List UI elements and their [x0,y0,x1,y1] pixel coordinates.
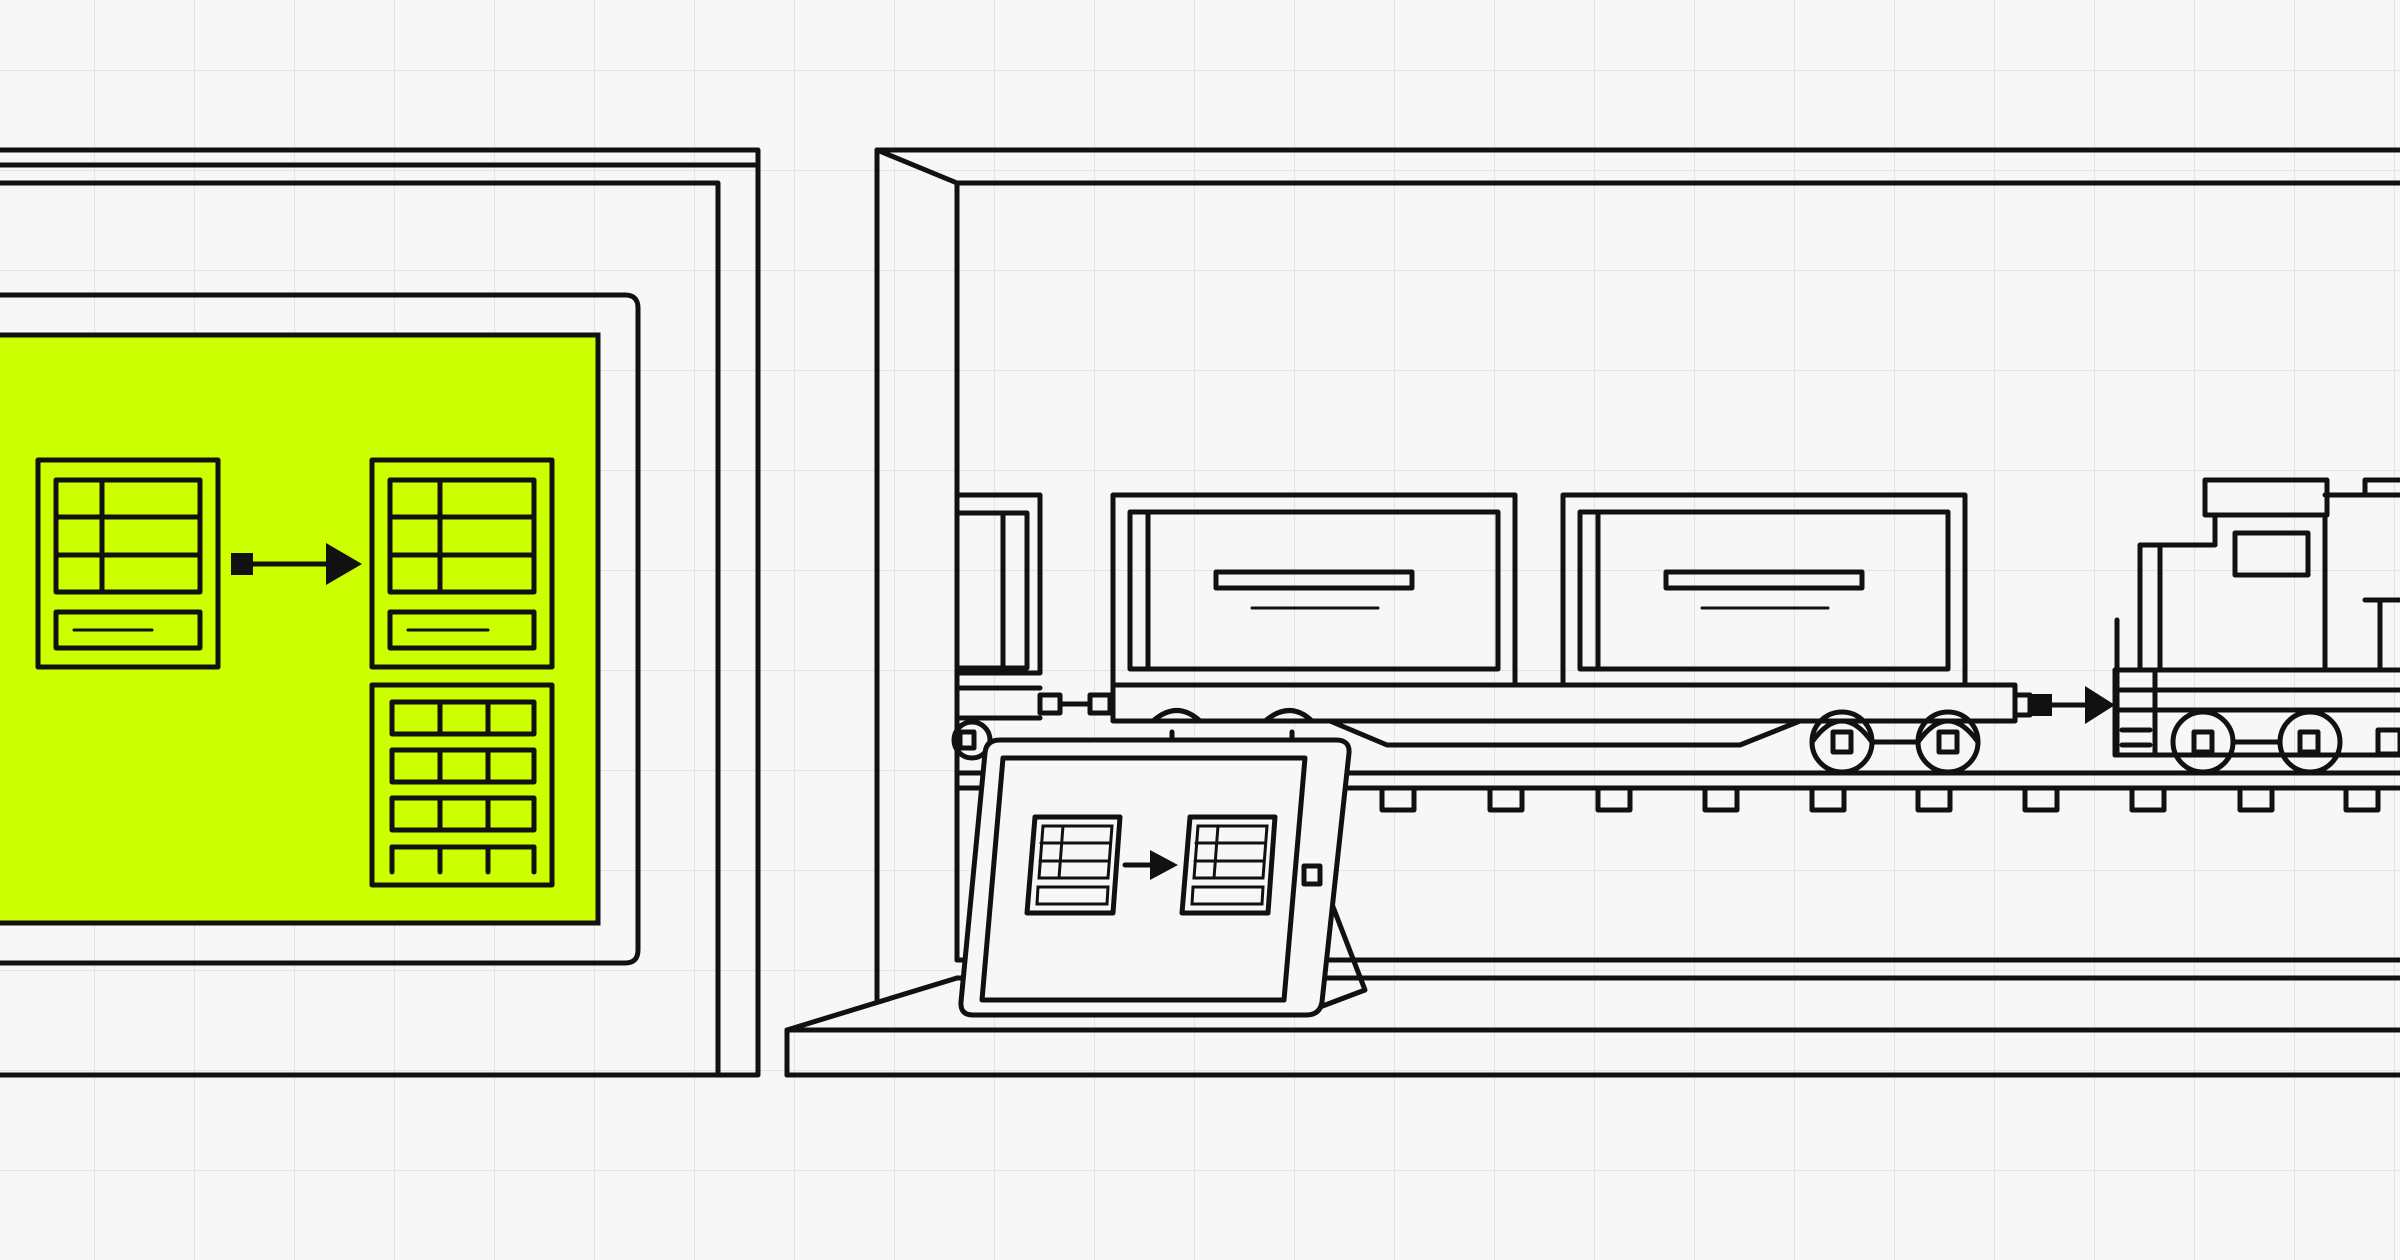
arrow-right-icon [231,543,362,585]
tablet-icon [958,737,1368,1018]
arrow-right-icon [2012,686,2115,724]
arrow-right-icon [1122,850,1178,880]
table-icon [369,682,555,888]
left-display-frame [0,147,761,1078]
table-icon [369,457,555,670]
cargo-container-icon [951,492,1113,761]
table-icon [35,457,221,670]
table-icon [1179,814,1278,916]
cargo-container-icon [1560,492,1968,688]
train-icon [951,477,2400,813]
table-icon [1024,814,1123,916]
cargo-container-icon [1110,492,1518,688]
locomotive-icon [2112,477,2400,775]
